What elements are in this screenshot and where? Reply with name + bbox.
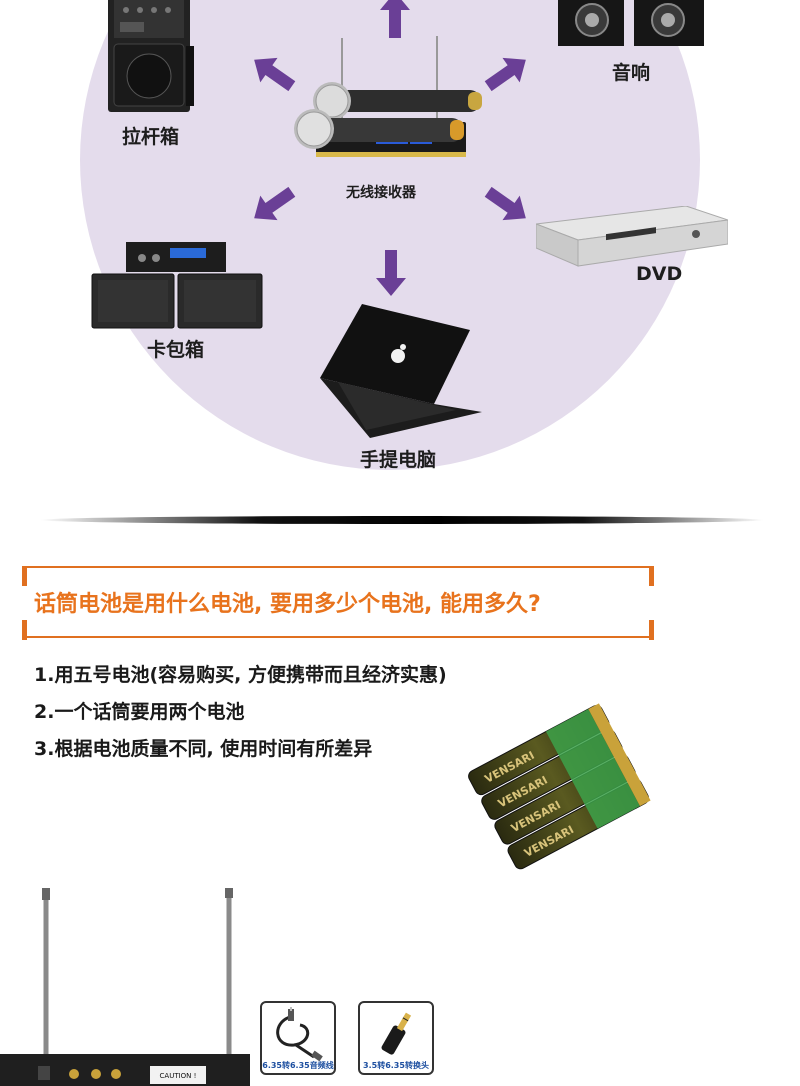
device-label-dvd: DVD [636, 263, 683, 285]
arrow-down-right-icon [484, 186, 526, 221]
question-text: 话筒电池是用什么电池, 要用多少个电池, 能用多久? [34, 592, 541, 617]
accessory-label: 6.35转6.35音频线 [262, 1061, 334, 1070]
answer-2: 2.一个话筒要用两个电池 [34, 701, 245, 723]
receiver-label: 无线接收器 [346, 185, 416, 201]
jack-adapter-icon [381, 1012, 412, 1055]
accessory-jack-adapter: 3.5转6.35转换头 [358, 1001, 434, 1075]
answer-1: 1.用五号电池(容易购买, 方便携带而且经济实惠) [34, 664, 447, 686]
accessory-label: 3.5转6.35转换头 [363, 1061, 429, 1070]
device-label-speaker: 音响 [612, 62, 651, 84]
answer-3: 3.根据电池质量不同, 使用时间有所差异 [34, 738, 373, 760]
device-label-laptop: 手提电脑 [360, 449, 437, 471]
receiver-back-icon: CAUTION ! [0, 888, 250, 1086]
device-label-karaoke: 卡包箱 [147, 339, 205, 361]
karaoke-speaker-icon [91, 242, 263, 329]
device-label-trolley: 拉杆箱 [122, 126, 180, 148]
question-banner: 话筒电池是用什么电池, 要用多少个电池, 能用多久? [22, 566, 654, 640]
trolley-speaker-icon [108, 0, 194, 112]
section-divider [40, 516, 764, 524]
battery-pack-icon: VENSARI VENSARI VENSARI VENSARI [468, 703, 651, 870]
accessory-audio-cable: 6.35转6.35音频线 [260, 1001, 336, 1075]
arrow-down-icon [376, 250, 406, 296]
banner-frame [22, 566, 654, 638]
audio-cable-icon [276, 1007, 323, 1061]
dvd-player-icon [536, 206, 728, 267]
caution-label: CAUTION ! [160, 1072, 197, 1080]
arrow-up-icon [380, 0, 410, 38]
wireless-receiver-icon [294, 36, 482, 157]
arrow-up-left-icon [254, 57, 296, 92]
arrow-up-right-icon [484, 57, 526, 92]
arrow-down-left-icon [254, 186, 296, 221]
laptop-icon [320, 304, 482, 438]
bookshelf-speaker-icon [558, 0, 704, 46]
